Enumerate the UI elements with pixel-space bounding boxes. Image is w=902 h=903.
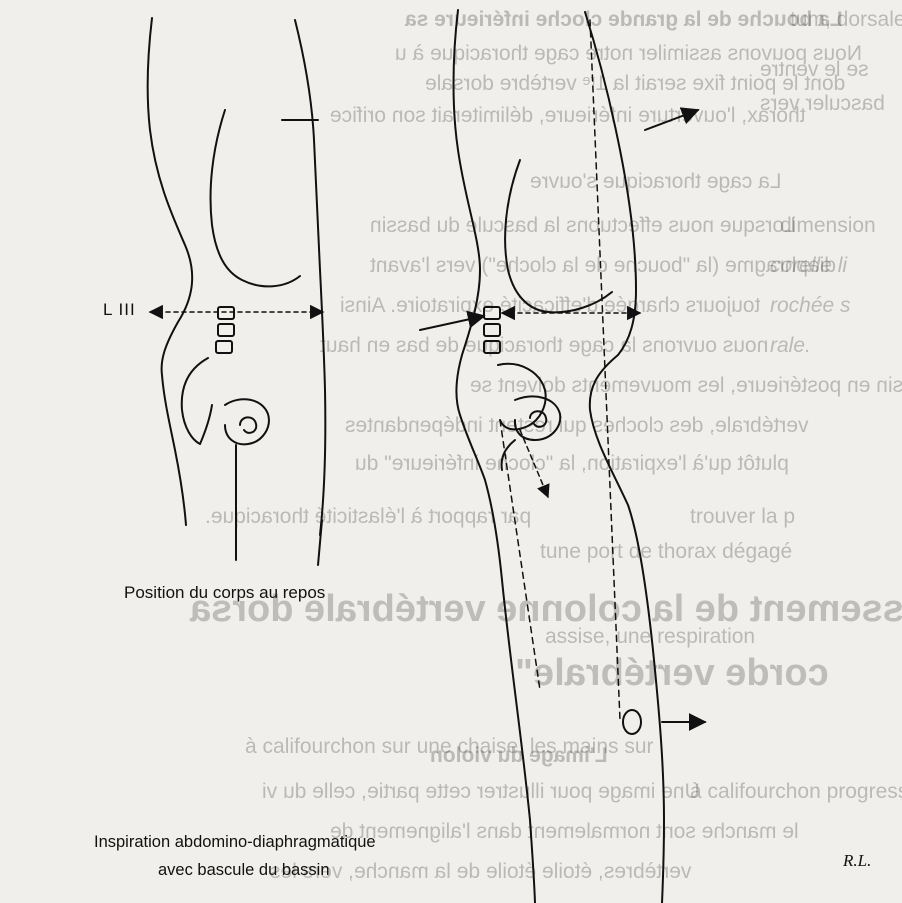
caption-inspiration-line1: Inspiration abdomino-diaphragmatique <box>94 833 376 852</box>
reference-line-back <box>500 420 540 690</box>
back-contour-inspiration <box>454 10 536 903</box>
pelvis-rest <box>225 399 269 444</box>
artist-signature: R.L. <box>843 851 871 871</box>
vertebra-l3-rest <box>218 307 234 319</box>
vertebra-inspiration <box>484 324 500 336</box>
vertebra-rest <box>216 341 232 353</box>
chest-expansion-arrow <box>645 110 698 130</box>
figure-rest <box>148 18 326 565</box>
front-contour-inspiration <box>585 12 664 903</box>
vertebra-l3-inspiration <box>484 307 500 319</box>
vertebra-rest <box>218 324 234 336</box>
vertebra-level-label: L III <box>103 300 136 320</box>
vertebra-inspiration <box>484 341 500 353</box>
rib-cage-rest <box>211 110 300 286</box>
rib-cage-inspiration <box>505 160 612 312</box>
caption-rest-position: Position du corps au repos <box>124 583 325 603</box>
sacrum-rest <box>182 358 212 444</box>
abdomen-expansion-arrow <box>420 316 484 330</box>
caption-inspiration-line2: avec bascule du bassin <box>158 861 330 880</box>
figure-inspiration <box>420 10 705 903</box>
back-contour-rest <box>148 18 193 525</box>
hip-joint-rest <box>240 417 256 433</box>
kneecap <box>623 710 641 734</box>
